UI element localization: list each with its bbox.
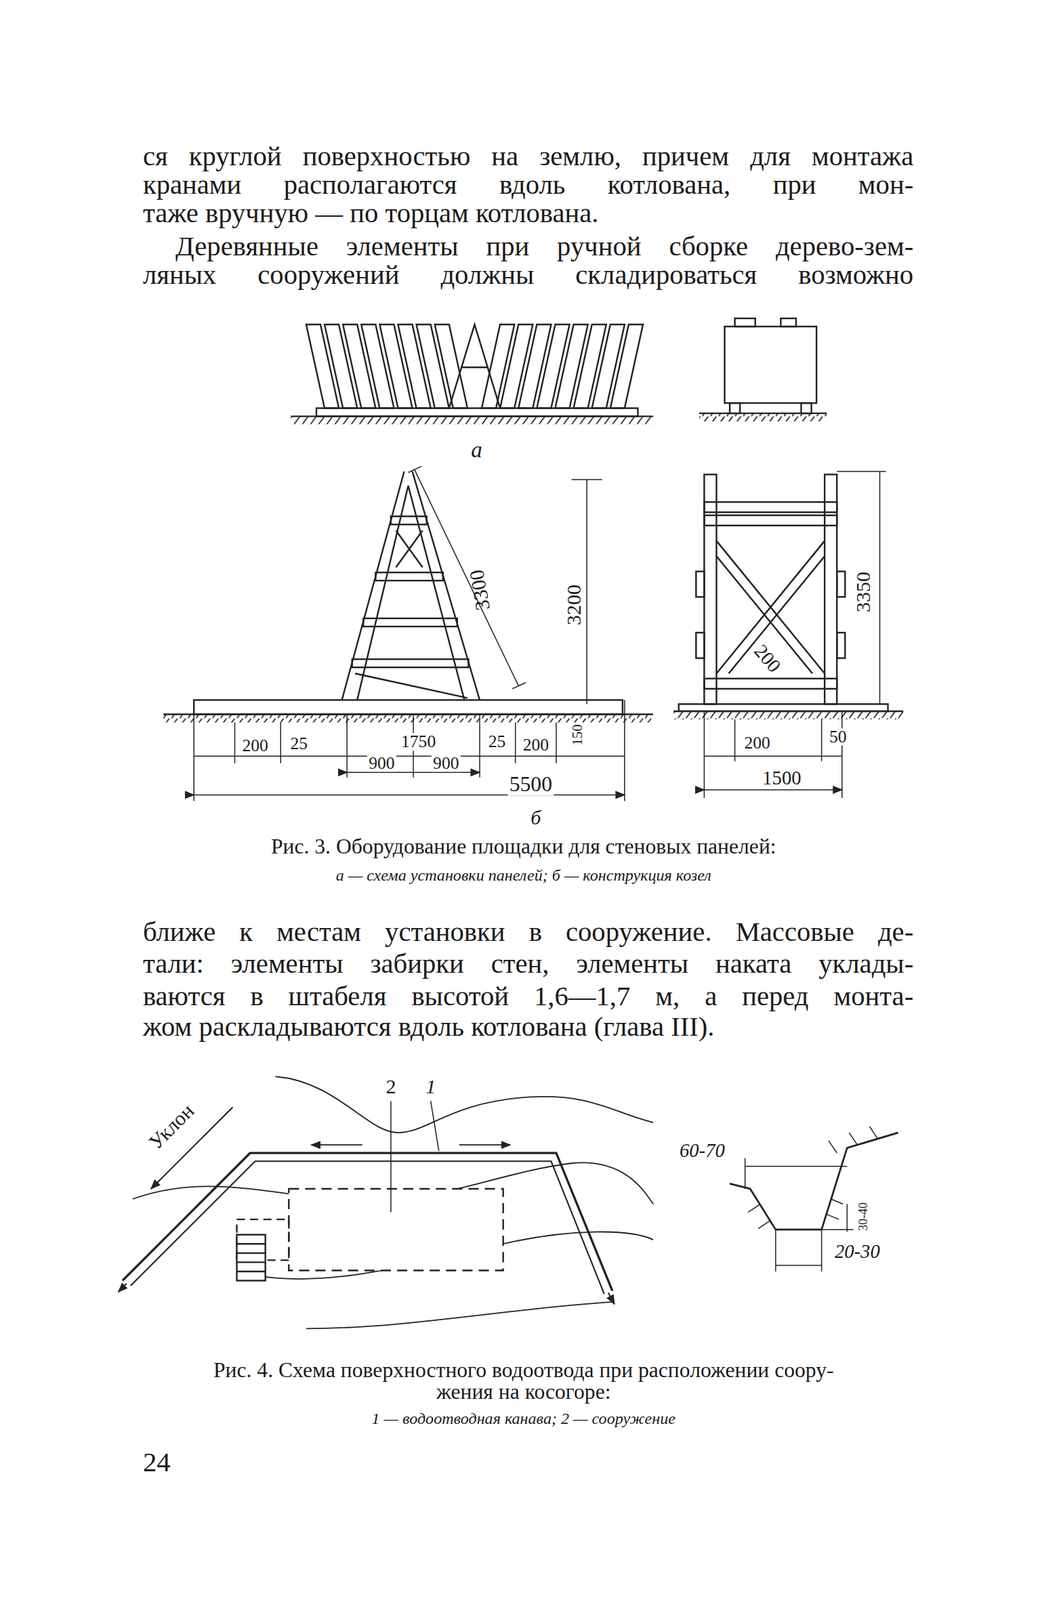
- dimension: 50: [827, 728, 849, 746]
- dimension: 900: [431, 754, 461, 773]
- dimension: 1500: [760, 768, 803, 788]
- figure-letter: а: [470, 439, 483, 462]
- body-text: кранами располагаются вдоль котлована, п…: [142, 171, 914, 200]
- dimension: 1750: [399, 733, 438, 751]
- dimension: 200: [750, 639, 786, 677]
- dimension: 3350: [853, 571, 874, 613]
- body-text: тали: элементы забирки стен, элементы на…: [142, 950, 914, 979]
- dimension: 3300: [466, 567, 494, 612]
- dimension: 150: [570, 722, 585, 748]
- dimension: 3200: [563, 584, 585, 626]
- dimension: 25: [289, 735, 310, 753]
- body-text: ляных сооружений должны складироваться в…: [142, 261, 914, 290]
- callout-number: 2: [385, 1076, 396, 1097]
- dimension: 20-30: [834, 1241, 881, 1262]
- caption-legend: 1 — водоотводная канава; 2 — сооружение: [371, 1410, 676, 1427]
- body-text: таже вручную — по торцам котлована.: [142, 199, 599, 228]
- dimension: 30-40: [857, 1202, 870, 1232]
- caption-legend: а — схема установки панелей; б — констру…: [336, 867, 712, 884]
- dimension: 200: [521, 736, 551, 755]
- dimension: 25: [487, 733, 508, 751]
- dimension: 5500: [508, 774, 554, 797]
- body-text: ближе к местам установки в сооружение. М…: [142, 918, 914, 947]
- dimension: 200: [240, 737, 269, 755]
- callout-number: 1: [425, 1076, 436, 1097]
- dimension: 60-70: [679, 1140, 725, 1160]
- caption: Рис. 3. Оборудование площадки для стенов…: [271, 836, 777, 858]
- body-text: ваются в штабеля высотой 1,6—1,7 м, а пе…: [142, 983, 914, 1011]
- dimension: 900: [367, 754, 396, 773]
- slope-label: Уклон: [144, 1100, 198, 1154]
- figure-letter: б: [530, 807, 541, 828]
- body-text: Деревянные элементы при ручной сборке де…: [175, 233, 914, 261]
- dimension: 200: [743, 734, 772, 753]
- body-text: ся круглой поверхностью на землю, причем…: [142, 142, 914, 171]
- caption: Рис. 4. Схема поверхностного водоотвода …: [213, 1359, 835, 1382]
- caption: жения на косогоре:: [436, 1381, 611, 1404]
- body-text: жом раскладываются вдоль котлована (глав…: [142, 1013, 715, 1042]
- page-number: 24: [142, 1449, 171, 1478]
